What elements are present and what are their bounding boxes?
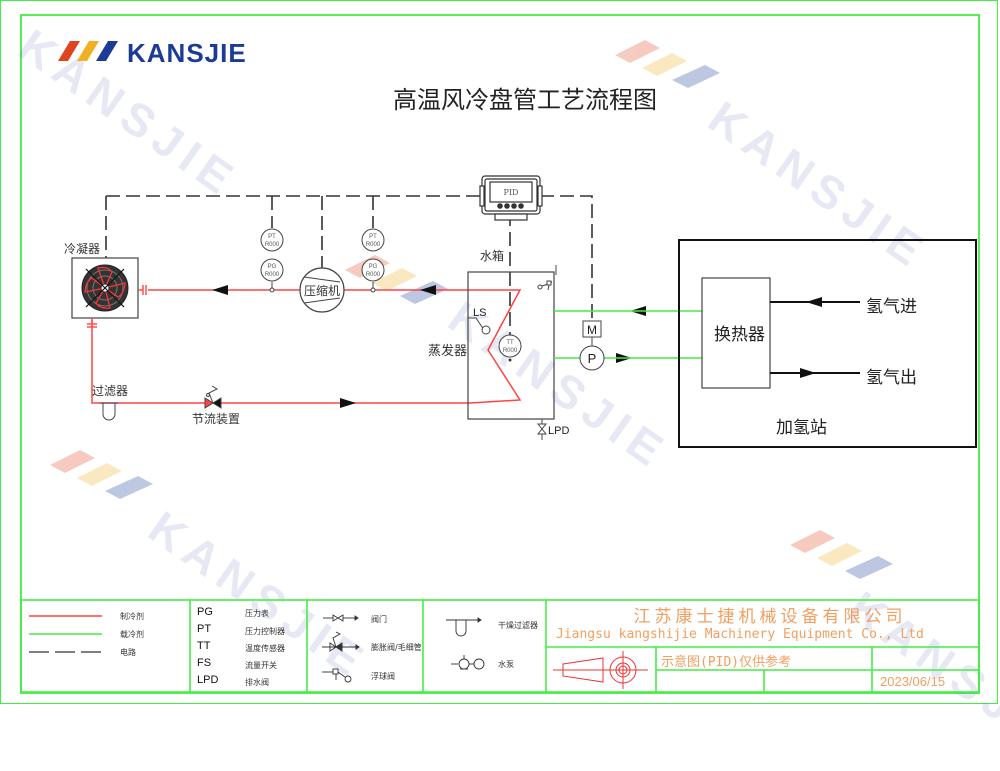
legend-float-valve-label: 浮球阀: [371, 672, 395, 681]
disclaimer-note: 示意图(PID)仅供参考: [661, 655, 792, 670]
hydrogen-in-label: 氢气进: [866, 297, 917, 317]
legend-expansion-valve-label: 膨胀阀/毛细管: [371, 643, 422, 652]
legend-equipment-symbols: [446, 617, 485, 670]
legend-valve-symbols: [322, 614, 360, 683]
instrument-tag: PG: [369, 264, 378, 270]
instrument-value: R000: [366, 242, 381, 248]
instrument-pt-1: [260, 228, 284, 252]
legend-abbr: TT: [197, 640, 211, 652]
pid-label: PID: [504, 188, 519, 197]
legend-abbr-desc: 排水阀: [245, 678, 269, 687]
legend-dryer-filter-label: 干燥过滤器: [498, 621, 538, 630]
filter-label: 过滤器: [92, 384, 129, 398]
legend-frame: [20, 599, 980, 693]
instrument-tag: PT: [369, 234, 377, 240]
instrument-tag: TT: [506, 340, 514, 346]
projection-symbol-icon: [553, 651, 648, 689]
arrow-right: [340, 398, 356, 408]
legend-abbr: LPD: [197, 674, 219, 686]
pump-label: P: [588, 351, 597, 366]
logo-mark: [58, 41, 118, 61]
filter-icon[interactable]: [100, 402, 118, 421]
instrument-value: R000: [503, 348, 518, 354]
arrow-left: [212, 285, 228, 295]
pump-legend-icon: [451, 655, 485, 670]
legend-abbr-desc: 流量开关: [245, 661, 277, 670]
float-valve-legend-icon: [322, 668, 352, 683]
water-pump[interactable]: [579, 320, 605, 371]
drain-valve-icon[interactable]: [536, 419, 548, 440]
float-valve-icon: [537, 280, 553, 291]
watermark-stripes: [50, 40, 893, 579]
instrument-value: R000: [265, 272, 280, 278]
evaporator-label: 蒸发器: [428, 344, 468, 359]
valve-icon: [323, 614, 359, 622]
legend-abbr: PG: [197, 606, 213, 618]
instrument-value: R000: [366, 272, 381, 278]
instrument-tag: PT: [268, 234, 276, 240]
refrigerant-line-bottom: [91, 320, 470, 404]
water-tank[interactable]: [467, 265, 557, 420]
instrument-taps: [269, 282, 376, 293]
level-switch-icon: [468, 317, 491, 335]
tt-probe-icon: [508, 358, 512, 362]
page-title: 高温风冷盘管工艺流程图: [393, 86, 657, 114]
compressor[interactable]: [299, 267, 345, 313]
coolant-lines: [554, 310, 702, 359]
pid-controller[interactable]: [479, 175, 543, 221]
instrument-pg-2: [361, 258, 385, 282]
evaporator-coil: [469, 289, 522, 404]
drain-label: LPD: [548, 425, 569, 437]
heat-exchanger: [701, 277, 771, 389]
hydrogen-station-label: 加氢站: [776, 418, 827, 438]
pid-diagram: PID: [20, 40, 980, 693]
instrument-tt: [498, 334, 522, 358]
legend-abbr-desc: 压力表: [245, 609, 269, 618]
heat-exchanger-label: 换热器: [714, 325, 765, 345]
legend-electric-label: 电路: [120, 648, 136, 657]
hydrogen-lines: [770, 301, 860, 374]
hydrogen-station[interactable]: [678, 239, 977, 448]
throttle-label: 节流装置: [192, 412, 241, 426]
arrow-left: [420, 285, 436, 295]
expansion-valve-legend-icon: [322, 631, 360, 652]
outer-border: [0, 0, 998, 704]
dryer-filter-legend-icon: [446, 617, 482, 637]
condenser-label: 冷凝器: [64, 242, 101, 256]
electric-line-to-motor: [540, 195, 593, 322]
legend-valve-label: 阀门: [371, 615, 387, 624]
legend-abbr-desc: 温度传感器: [245, 644, 285, 653]
expansion-valve-icon[interactable]: [204, 385, 222, 409]
instrument-pg-1: [260, 258, 284, 282]
condenser[interactable]: [71, 257, 139, 319]
compressor-label: 压缩机: [304, 283, 340, 298]
motor-label: M: [587, 323, 597, 337]
electric-lines: [105, 195, 593, 346]
condenser-fittings: [87, 285, 147, 328]
legend-abbr: FS: [197, 657, 212, 669]
drawing-frame: [20, 14, 980, 694]
legend-coolant-label: 载冷剂: [120, 630, 144, 639]
instruments: [260, 228, 522, 358]
water-tank-label: 水箱: [480, 249, 505, 263]
company-name-cn: 江苏康士捷机械设备有限公司: [633, 607, 907, 627]
legend-pump-label: 水泵: [498, 660, 514, 669]
brand-logo: KANSJIE: [127, 38, 247, 68]
instrument-tag: PG: [268, 264, 277, 270]
drawing-date: 2023/06/15: [880, 674, 946, 689]
level-switch-label: LS: [473, 307, 486, 319]
legend-abbr: PT: [197, 623, 212, 635]
legend-abbr-desc: 压力控制器: [245, 627, 285, 636]
instrument-pt-2: [361, 228, 385, 252]
company-name-en: Jiangsu kangshijie Machinery Equipment C…: [556, 627, 924, 642]
instrument-value: R000: [265, 242, 280, 248]
legend-refrigerant-label: 制冷剂: [120, 612, 144, 621]
hydrogen-out-label: 氢气出: [866, 368, 917, 388]
